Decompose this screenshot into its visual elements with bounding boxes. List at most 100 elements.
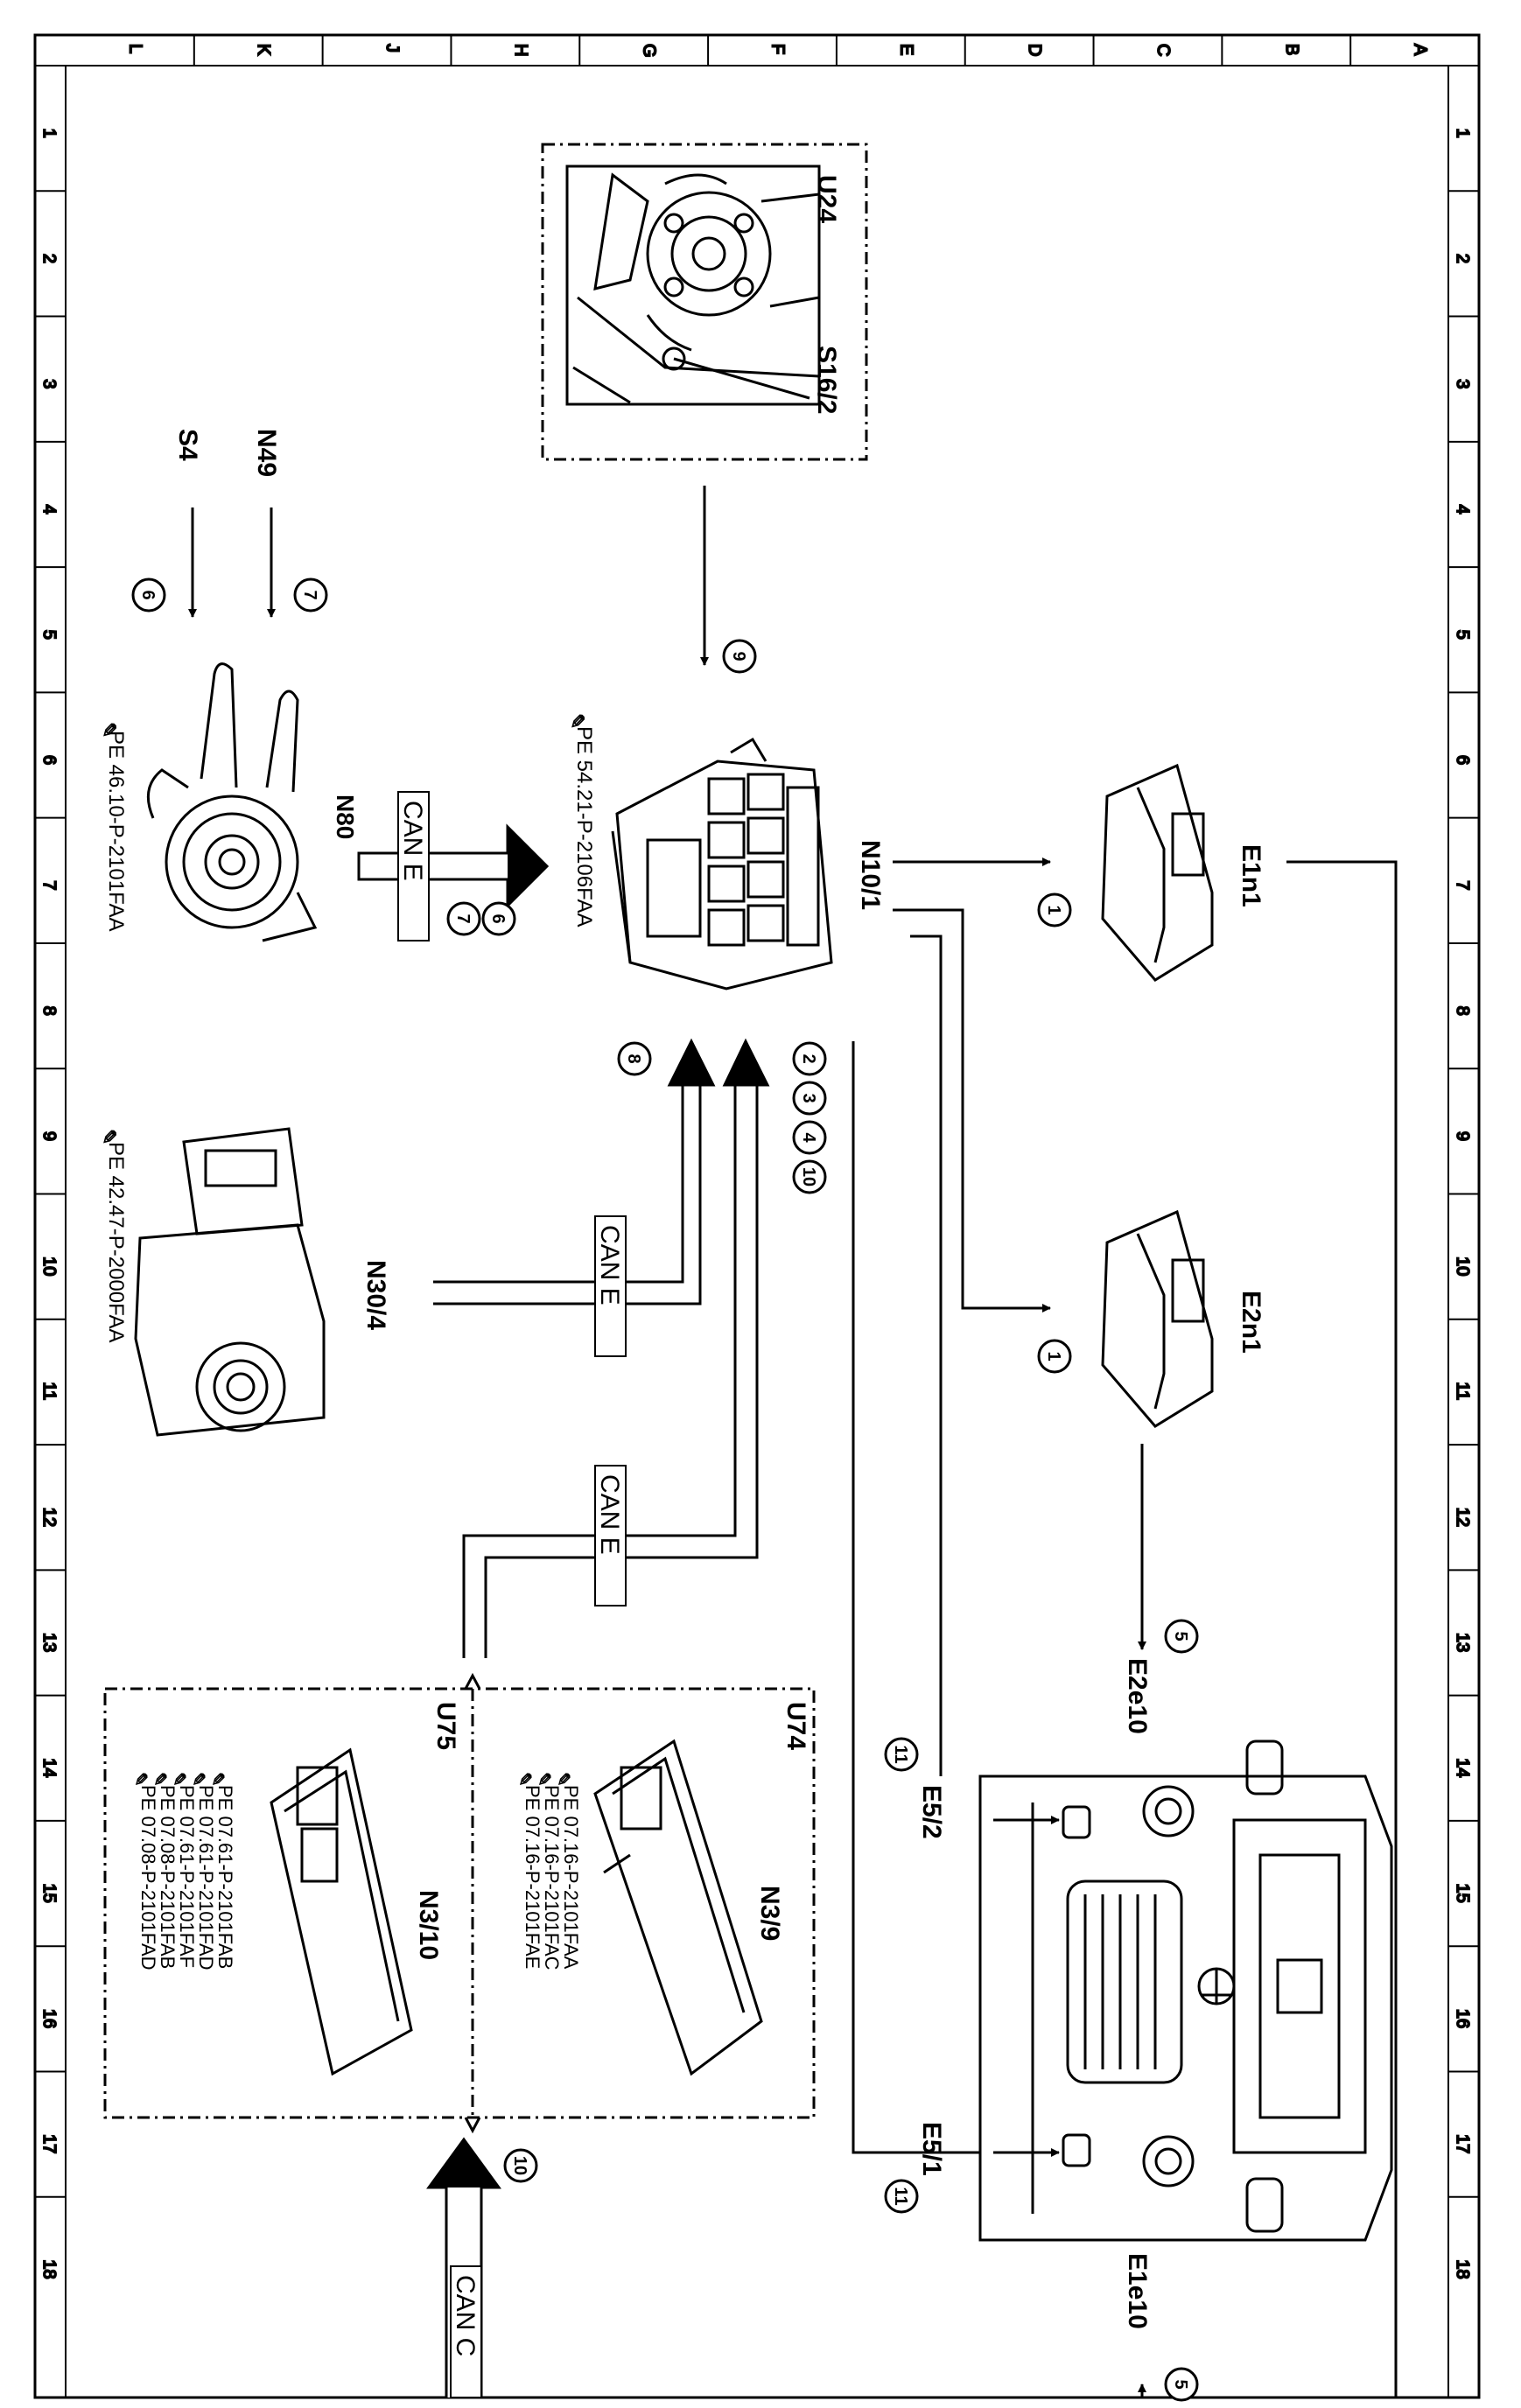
column-marker: E xyxy=(896,44,915,55)
row-marker-right: 13 xyxy=(1453,1633,1472,1652)
callout-number: 11 xyxy=(891,2187,910,2205)
drawing-frame xyxy=(33,33,1481,2399)
callout-circle xyxy=(884,2179,919,2214)
row-marker-right: 10 xyxy=(1453,1256,1472,1276)
engine-control-units-box xyxy=(103,1687,816,2119)
can-e-label-u75: CAN E xyxy=(595,1474,624,1555)
callout-number: 1 xyxy=(1044,1351,1063,1361)
can-e-label-n30: CAN E xyxy=(595,1225,624,1306)
row-marker-right: 2 xyxy=(1453,254,1472,263)
callout-circle xyxy=(1037,892,1072,928)
callout-circle xyxy=(446,901,481,936)
callout-circle xyxy=(722,639,757,674)
row-marker-left: 8 xyxy=(39,1006,59,1016)
row-marker-left: 17 xyxy=(39,2134,59,2153)
row-marker-right: 11 xyxy=(1453,1382,1472,1400)
n10-1-reference: PE 54.21-P-2106FAA xyxy=(572,726,596,927)
callout-number: 6 xyxy=(138,590,158,599)
row-marker-left: 12 xyxy=(39,1508,59,1527)
u24-label: U24 xyxy=(812,175,841,223)
column-marker: K xyxy=(254,44,273,56)
document-icon: ✎ xyxy=(553,1772,572,1787)
e2n1-headlamp-control-unit xyxy=(1101,1209,1214,1428)
column-marker: C xyxy=(1153,44,1173,56)
reference-item: PE 07.16-P-2101FAC xyxy=(541,1785,563,1970)
row-marker-left: 4 xyxy=(39,504,59,514)
row-marker-right: 14 xyxy=(1453,1758,1472,1777)
u74-label: U74 xyxy=(782,1702,810,1750)
column-marker: G xyxy=(640,44,659,58)
row-marker-right: 15 xyxy=(1453,1884,1472,1903)
callout-circle xyxy=(792,1159,827,1194)
n3-9-engine-control-unit xyxy=(593,1739,763,2076)
row-marker-left: 7 xyxy=(39,880,59,890)
row-marker-left: 10 xyxy=(39,1256,59,1276)
row-marker-left: 3 xyxy=(39,379,59,388)
callout-circle xyxy=(792,1081,827,1116)
e2n1-label: E2n1 xyxy=(1237,1291,1265,1354)
column-marker: H xyxy=(511,44,530,56)
column-marker: L xyxy=(125,44,144,53)
n80-reference: PE 46.10-P-2101FAA xyxy=(104,731,128,931)
callout-circle xyxy=(1037,1339,1072,1374)
column-marker: A xyxy=(1411,44,1430,56)
callout-circle xyxy=(481,901,516,936)
document-icon: ✎ xyxy=(188,1772,207,1787)
column-marker: B xyxy=(1282,44,1301,55)
callout-number: 5 xyxy=(1171,1631,1190,1641)
e2e10-label: E2e10 xyxy=(1123,1658,1152,1734)
row-marker-right: 6 xyxy=(1453,755,1472,765)
reference-item: PE 07.61-P-2101FAB xyxy=(214,1785,236,1969)
callout-number: 3 xyxy=(799,1093,818,1102)
n80-label: N80 xyxy=(332,794,359,839)
row-marker-right: 5 xyxy=(1453,630,1472,640)
row-marker-left: 18 xyxy=(39,2259,59,2278)
row-marker-left: 16 xyxy=(39,2009,59,2028)
document-icon: ✎ xyxy=(98,722,120,738)
can-e-bus-n80: CAN E xyxy=(357,791,550,942)
document-icon: ✎ xyxy=(207,1772,227,1787)
u75-label: U75 xyxy=(431,1702,460,1750)
n3-10-engine-control-unit xyxy=(270,1747,413,2076)
row-marker-left: 11 xyxy=(39,1382,59,1400)
reference-item: PE 07.61-P-2101FAD xyxy=(195,1785,217,1970)
column-marker: F xyxy=(768,44,788,54)
line-e5-1 xyxy=(852,1041,980,2154)
callout-number: 1 xyxy=(1044,905,1063,914)
reference-item: PE 07.61-P-2101FAF xyxy=(176,1785,198,1968)
document-icon: ✎ xyxy=(534,1772,553,1787)
can-e-label-n80: CAN E xyxy=(398,801,427,881)
row-marker-right: 16 xyxy=(1453,2009,1472,2028)
document-icon: ✎ xyxy=(150,1772,169,1787)
row-marker-left: 1 xyxy=(39,129,59,138)
u75-bracket xyxy=(464,1672,481,1690)
callout-number: 10 xyxy=(510,2156,529,2175)
row-marker-left: 9 xyxy=(39,1131,59,1141)
e1n1-headlamp-control-unit xyxy=(1101,763,1214,982)
row-marker-left: 5 xyxy=(39,630,59,640)
n3-10-label: N3/10 xyxy=(414,1890,443,1960)
n10-1-label: N10/1 xyxy=(856,840,885,910)
row-marker-right: 3 xyxy=(1453,379,1472,388)
callout-circle xyxy=(131,578,166,612)
signal-arrow-1-e2n1 xyxy=(893,908,1051,1312)
callout-number: 9 xyxy=(729,651,748,661)
e5-1-label: E5/1 xyxy=(917,2122,946,2176)
reference-item: PE 07.08-P-2101FAD xyxy=(137,1785,159,1970)
document-icon: ✎ xyxy=(566,713,588,729)
s4-label: S4 xyxy=(173,429,202,461)
n30-4-label: N30/4 xyxy=(361,1260,390,1330)
document-icon: ✎ xyxy=(169,1772,188,1787)
document-icon: ✎ xyxy=(515,1772,534,1787)
row-marker-left: 13 xyxy=(39,1633,59,1652)
row-marker-left: 15 xyxy=(39,1884,59,1903)
row-marker-right: 12 xyxy=(1453,1508,1472,1527)
e1e10-label: E1e10 xyxy=(1123,2253,1152,2329)
n30-4-reference: PE 42.47-P-2000FAA xyxy=(104,1142,128,1342)
row-marker-left: 2 xyxy=(39,254,59,263)
e1n1-label: E1n1 xyxy=(1237,844,1265,907)
row-marker-right: 9 xyxy=(1453,1131,1472,1141)
reference-item: PE 07.08-P-2101FAB xyxy=(157,1785,179,1969)
can-c-label: CAN C xyxy=(451,2275,480,2356)
